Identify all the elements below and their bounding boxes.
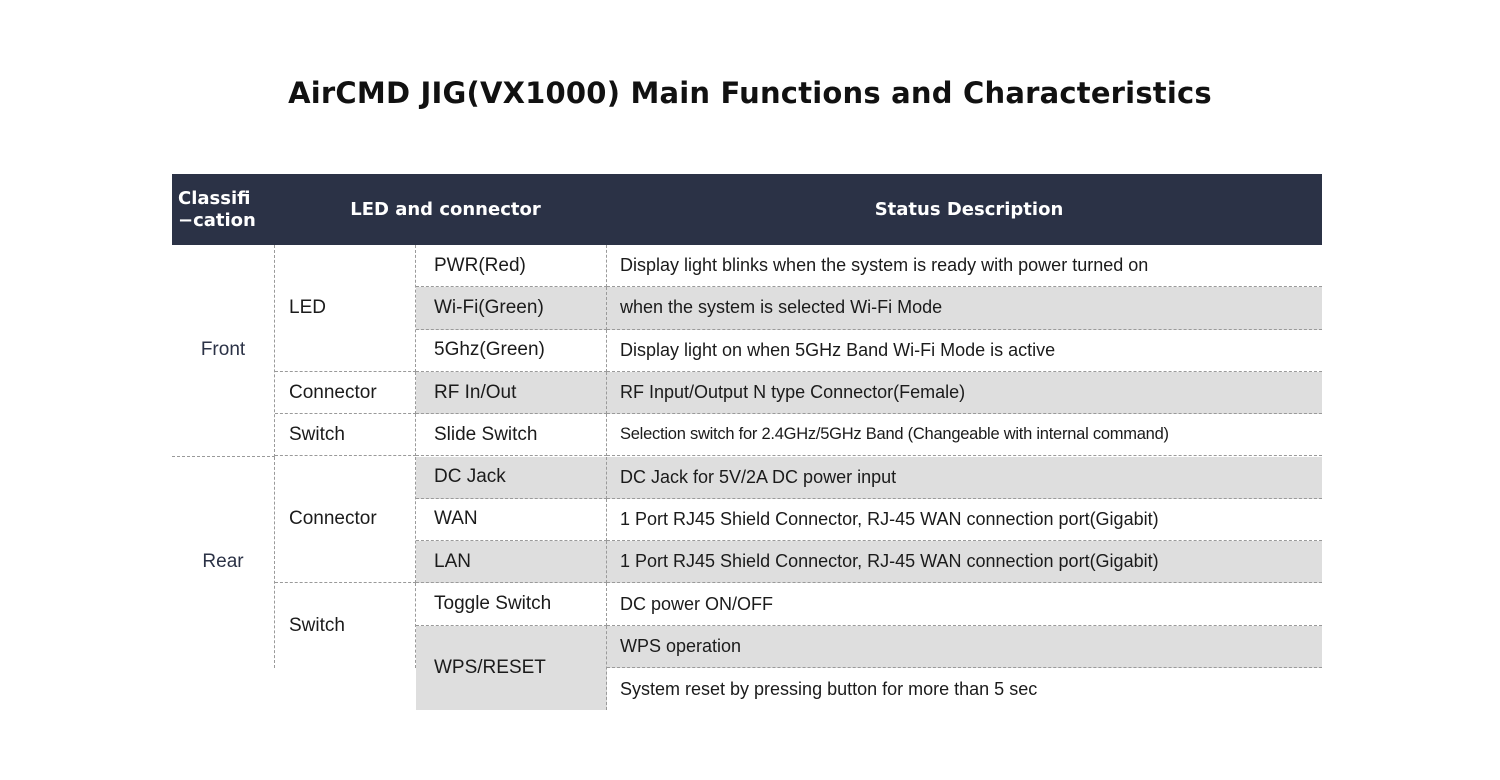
description-cell-slide-switch: Selection switch for 2.4GHz/5GHz Band (C… (607, 414, 1322, 457)
description-cell-system-reset: System reset by pressing button for more… (620, 678, 1038, 699)
description-cell-wifi-green: when the system is selected Wi-Fi Mode (607, 287, 1322, 330)
group-cell-front-switch: Switch (275, 414, 416, 457)
item-cell-toggle-switch: Toggle Switch (416, 583, 607, 626)
description-cell-pwr-red: Display light blinks when the system is … (607, 245, 1322, 288)
table-header-row: Classifi −cation LED and connector Statu… (172, 174, 1322, 245)
group-cell-front-led: LED (275, 245, 416, 372)
item-cell-5ghz-green: 5Ghz(Green) (416, 329, 607, 372)
group-cell-front-connector: Connector (275, 371, 416, 415)
item-cell-wan: WAN (416, 498, 607, 542)
item-cell-rf-in-out: RF In/Out (416, 371, 607, 415)
description-cell-dc-jack: DC Jack for 5V/2A DC power input (607, 456, 1322, 499)
item-cell-pwr-red: PWR(Red) (416, 245, 607, 288)
description-cell-lan: 1 Port RJ45 Shield Connector, RJ-45 WAN … (607, 541, 1322, 584)
description-cell-toggle-switch: DC power ON/OFF (607, 583, 1322, 626)
item-cell-lan: LAN (416, 541, 607, 584)
group-cell-rear-connector: Connector (275, 456, 416, 584)
description-cell-5ghz-green: Display light on when 5GHz Band Wi-Fi Mo… (607, 330, 1322, 372)
classification-cell-front: Front (172, 245, 275, 457)
item-cell-wifi-green: Wi-Fi(Green) (416, 287, 607, 330)
item-cell-slide-switch: Slide Switch (416, 414, 607, 457)
item-cell-dc-jack: DC Jack (416, 456, 607, 499)
column-header-led-and-connector: LED and connector (350, 198, 541, 220)
group-cell-rear-switch: Switch (275, 583, 416, 668)
classification-cell-rear: Rear (172, 456, 275, 668)
specifications-table: Classifi −cation LED and connector Statu… (172, 174, 1322, 711)
description-cell-wan: 1 Port RJ45 Shield Connector, RJ-45 WAN … (607, 499, 1322, 542)
description-cell-rf-in-out: RF Input/Output N type Connector(Female) (607, 371, 1322, 415)
column-header-classification: Classifi −cation (178, 188, 256, 231)
item-cell-wps-reset: WPS/RESET (416, 625, 607, 711)
column-header-status-description: Status Description (874, 198, 1064, 220)
description-cell-wps-operation: WPS operation (607, 625, 1322, 668)
table-body: Front Rear LED Connector Switch Connecto… (172, 245, 1322, 711)
page-title: AirCMD JIG(VX1000) Main Functions and Ch… (288, 76, 1212, 110)
